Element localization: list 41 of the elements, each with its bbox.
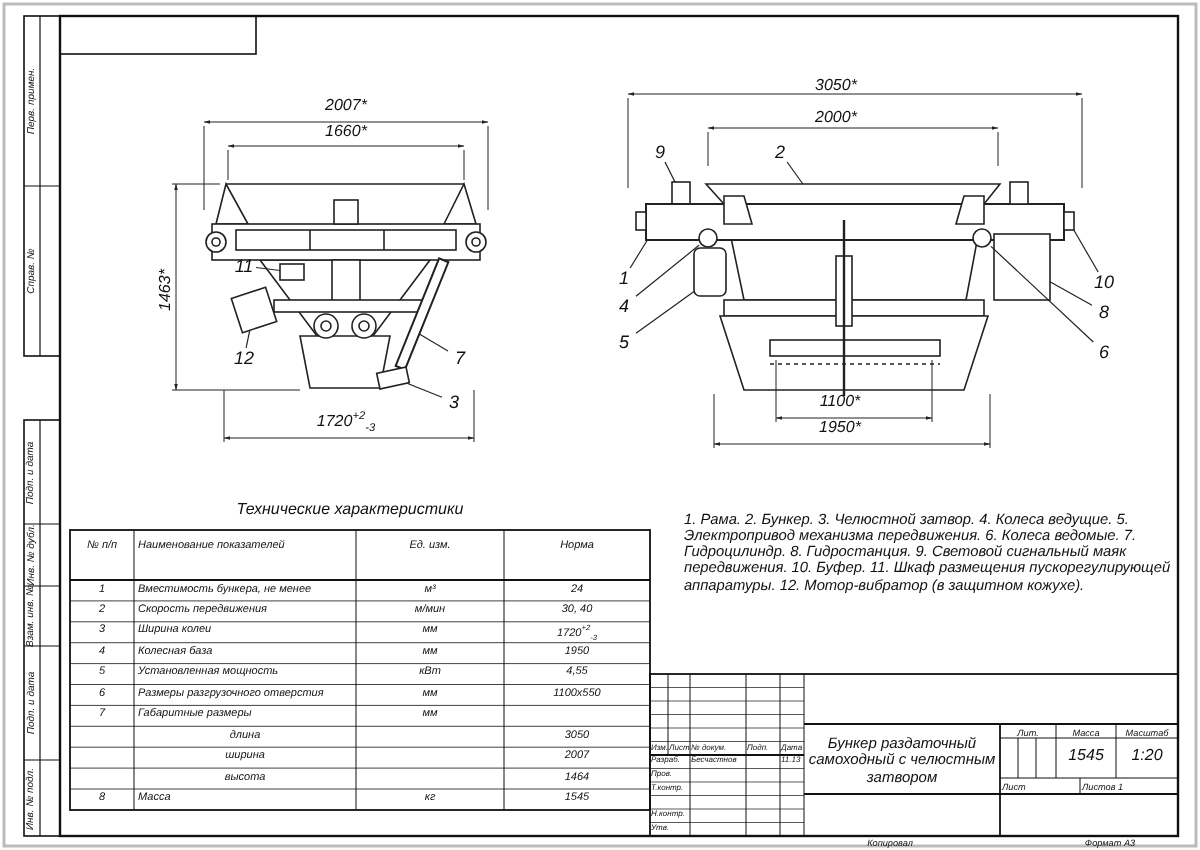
dimension-label: 1660* xyxy=(323,124,370,142)
buffer xyxy=(1063,211,1075,231)
signal-beacon xyxy=(671,181,691,205)
leader-line xyxy=(629,239,648,269)
leader-line xyxy=(255,266,281,272)
vibrator-housing xyxy=(230,286,278,334)
callout-number: 8 xyxy=(1092,302,1116,322)
leader-line xyxy=(245,329,251,349)
leader-line xyxy=(664,161,676,183)
title-block-text: 1545 xyxy=(1066,748,1106,766)
jaw-gate xyxy=(375,366,411,390)
dimension-label: 2000* xyxy=(813,110,860,128)
leader-line xyxy=(406,382,443,398)
drive-motor xyxy=(693,247,727,297)
leader-line xyxy=(786,161,804,185)
callout-number: 9 xyxy=(648,142,672,162)
dimension-label: 1950* xyxy=(817,420,864,438)
callout-number: 3 xyxy=(442,392,466,412)
hydraulic-station xyxy=(993,233,1051,301)
callout-number: 1 xyxy=(612,268,636,288)
callout-number: 7 xyxy=(448,348,472,368)
dimension-label: 3050* xyxy=(813,78,860,96)
callout-number: 5 xyxy=(612,332,636,352)
leader-line xyxy=(635,290,695,334)
dimension-label: 1463* xyxy=(156,266,176,315)
leader-line xyxy=(1049,281,1093,306)
dimension-label: 1100* xyxy=(817,394,863,412)
callout-number: 12 xyxy=(232,348,256,368)
callout-number: 6 xyxy=(1092,342,1116,362)
leader-line xyxy=(1073,229,1099,273)
title-block-text: 1:20 xyxy=(1129,748,1165,766)
callout-number: 10 xyxy=(1092,272,1116,292)
dimension-label: 2007* xyxy=(323,98,370,116)
drive-wheel xyxy=(698,228,718,248)
callout-number: 2 xyxy=(768,142,792,162)
control-cabinet xyxy=(279,263,305,281)
leader-line xyxy=(418,333,449,352)
callout-number: 11 xyxy=(232,256,256,276)
callout-number: 4 xyxy=(612,296,636,316)
driven-wheel xyxy=(972,228,992,248)
table-title: Технические характеристики xyxy=(234,502,466,520)
